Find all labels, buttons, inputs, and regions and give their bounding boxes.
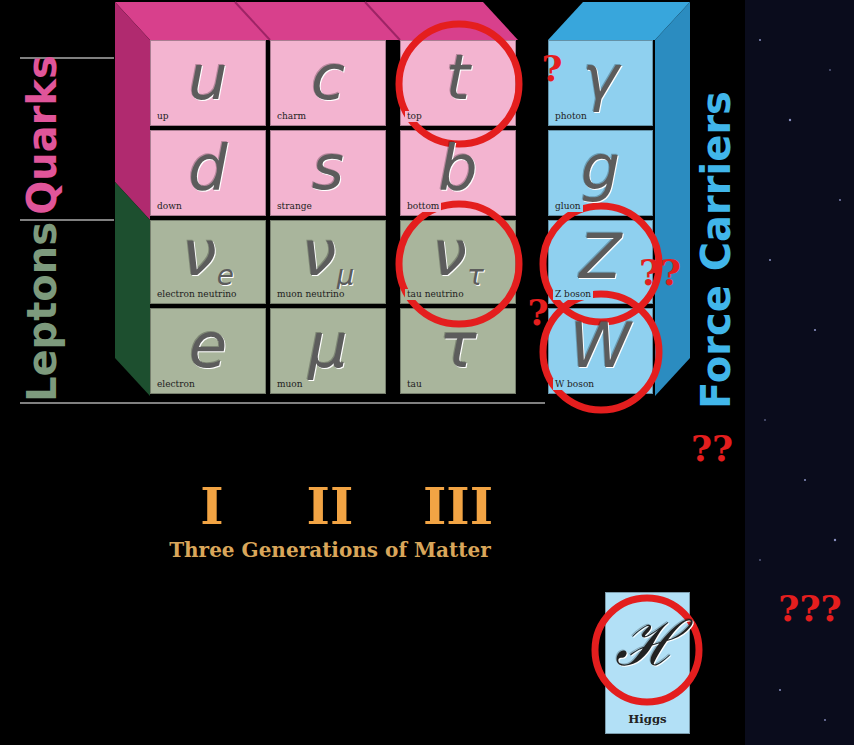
particle-name: Z boson <box>553 289 593 300</box>
particle-symbol-group: τ <box>439 315 476 377</box>
particle-symbol-group: g <box>581 137 620 199</box>
particle-box: ZZ boson <box>548 220 653 304</box>
particle-box: e electron <box>150 308 266 394</box>
particle-name: Higgs <box>606 712 689 727</box>
particle-box: b bottom <box>400 130 516 216</box>
particle-name: muon <box>275 379 305 390</box>
particle-box: W W boson <box>548 308 653 394</box>
generation-numeral: I <box>200 482 223 532</box>
particle-subscript: μ <box>336 259 354 292</box>
particle-box: ddown <box>150 130 266 216</box>
particle-name: W boson <box>553 379 596 390</box>
particle-name: electron neutrino <box>155 289 239 300</box>
particle-symbol: e <box>189 309 227 382</box>
particle-symbol-group: u <box>188 47 227 109</box>
particle-box: u up <box>150 40 266 126</box>
particle-symbol: ℋ <box>615 607 681 680</box>
quark-top-dividers <box>235 2 400 40</box>
particle-box: γ photon <box>548 40 653 126</box>
red-circle <box>399 24 519 144</box>
particle-symbol-group: c <box>311 47 345 109</box>
particle-symbol-group: μ <box>308 315 347 377</box>
particle-name: down <box>155 201 184 212</box>
particle-name: strange <box>275 201 314 212</box>
lepton-side-face <box>115 182 150 396</box>
particle-box: s strange <box>270 130 386 216</box>
particle-box: νμmuon neutrino <box>270 220 386 304</box>
red-circle <box>399 204 519 324</box>
particle-symbol-group: Z <box>579 226 621 288</box>
red-circle <box>595 598 699 702</box>
particle-box: νeelectron neutrino <box>150 220 266 304</box>
particle-box: g gluon <box>548 130 653 216</box>
particle-name: gluon <box>553 201 583 212</box>
particle-symbol: γ <box>582 41 619 114</box>
particle-symbol: t <box>446 41 470 114</box>
particle-symbol-group: t <box>446 47 470 109</box>
particle-symbol-group: γ <box>582 47 619 109</box>
particle-symbol-group: d <box>188 137 227 199</box>
particle-symbol-group: νμ <box>302 223 354 290</box>
particle-symbol-group: e <box>189 315 227 377</box>
higgs-box: ℋ Higgs <box>605 592 690 734</box>
red-circle <box>543 206 659 322</box>
question-mark: ?? <box>639 254 681 290</box>
group-label: Leptons <box>22 222 62 402</box>
particle-symbol: d <box>188 131 227 204</box>
particle-symbol: g <box>581 131 620 204</box>
particle-name: electron <box>155 379 197 390</box>
group-label: Quarks <box>22 55 62 215</box>
particle-symbol-group: s <box>312 137 344 199</box>
question-mark: ?? <box>691 430 733 466</box>
particle-box: μmuon <box>270 308 386 394</box>
particle-box: t top <box>400 40 516 126</box>
particle-name: tau neutrino <box>405 289 466 300</box>
red-circle <box>543 294 659 410</box>
particle-symbol-group: ℋ <box>615 613 681 675</box>
particle-symbol: b <box>438 131 477 204</box>
particle-subscript: e <box>217 259 234 292</box>
particle-box: ccharm <box>270 40 386 126</box>
particle-symbol: ν <box>182 217 217 290</box>
particle-symbol: c <box>311 41 345 114</box>
particle-symbol: Z <box>579 220 621 293</box>
particle-symbol-group: νe <box>182 223 234 290</box>
particle-symbol: u <box>188 41 227 114</box>
particle-name: photon <box>553 111 589 122</box>
particle-symbol: τ <box>439 309 476 382</box>
particle-box: ντtau neutrino <box>400 220 516 304</box>
particle-name: top <box>405 111 424 122</box>
stars <box>759 39 841 721</box>
particle-symbol: μ <box>308 309 347 382</box>
particle-subscript: τ <box>467 259 484 292</box>
particle-name: bottom <box>405 201 441 212</box>
particle-symbol: s <box>312 131 344 204</box>
particle-symbol-group: ντ <box>432 223 484 290</box>
generation-numeral: II <box>307 482 354 532</box>
particle-name: muon neutrino <box>275 289 346 300</box>
particle-symbol: W <box>570 309 631 382</box>
question-mark: ? <box>541 50 562 86</box>
particle-name: tau <box>405 379 424 390</box>
particle-name: up <box>155 111 171 122</box>
generation-numeral: III <box>423 482 493 532</box>
particle-symbol: ν <box>302 217 337 290</box>
question-mark: ??? <box>778 590 841 626</box>
axis-caption: Three Generations of Matter <box>169 540 491 560</box>
star-field <box>745 0 854 745</box>
particle-symbol-group: b <box>438 137 477 199</box>
particle-symbol: ν <box>432 217 467 290</box>
particle-symbol-group: W <box>570 315 631 377</box>
quark-side-face <box>115 2 150 220</box>
particle-name: charm <box>275 111 308 122</box>
particle-box: τ tau <box>400 308 516 394</box>
question-mark: ? <box>527 294 548 330</box>
group-label: Force Carriers <box>696 91 736 409</box>
